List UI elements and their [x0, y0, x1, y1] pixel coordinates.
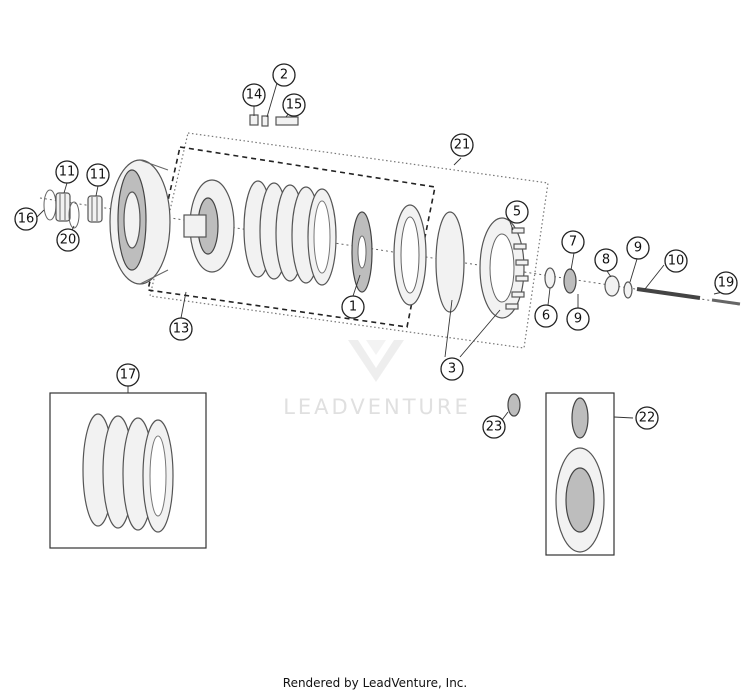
axis-line: [39, 197, 741, 306]
svg-text:16: 16: [18, 212, 35, 227]
callout-5: 5: [505, 200, 529, 224]
callout-1: 1: [341, 295, 365, 319]
clutch-spring-bolts: [505, 227, 529, 310]
callout-8: 8: [594, 248, 618, 272]
pressure-cap-8: [604, 275, 620, 297]
watermark-text: LEADVENTURE: [283, 395, 471, 419]
push-rod: [636, 287, 701, 300]
svg-text:11: 11: [59, 165, 76, 180]
callout-3: 3: [440, 357, 464, 381]
needle-bearing: [55, 192, 71, 222]
callout-11-right: 11: [86, 163, 110, 187]
callout-9-bottom: 9: [566, 307, 590, 331]
svg-text:1: 1: [349, 300, 357, 315]
callout-15: 15: [282, 93, 306, 117]
callout-16: 16: [14, 207, 38, 231]
callout-13: 13: [169, 317, 193, 341]
kit-22-box: [545, 392, 615, 556]
primary-gear-basket: [109, 159, 171, 285]
clutch-plate: [435, 211, 465, 313]
callout-14: 14: [242, 83, 266, 107]
washer-6: [544, 267, 556, 289]
gear-kit: [555, 397, 605, 553]
callout-21: 21: [450, 133, 474, 157]
svg-text:19: 19: [718, 276, 735, 291]
pin: [711, 298, 741, 306]
svg-text:20: 20: [60, 233, 77, 248]
svg-text:9: 9: [574, 312, 582, 327]
callout-9-top: 9: [626, 236, 650, 260]
watermark-logo: [348, 340, 404, 382]
callout-19: 19: [714, 271, 738, 295]
pin-15: [275, 116, 299, 126]
thrust-washer: [68, 201, 80, 229]
svg-text:9: 9: [634, 241, 642, 256]
callout-10: 10: [664, 249, 688, 273]
svg-text:6: 6: [542, 309, 550, 324]
washer-9: [623, 281, 633, 299]
svg-text:2: 2: [280, 68, 288, 83]
svg-text:10: 10: [668, 254, 685, 269]
svg-text:22: 22: [639, 411, 656, 426]
needle-sleeve: [249, 114, 259, 126]
diaphragm-spring: [351, 211, 373, 293]
clutch-plate-kit: [82, 413, 174, 533]
svg-text:23: 23: [486, 420, 503, 435]
circlip: [43, 189, 57, 221]
svg-text:3: 3: [448, 362, 456, 377]
footer-credit: Rendered by LeadVenture, Inc.: [282, 676, 468, 690]
svg-text:8: 8: [602, 253, 610, 268]
callout-11-left: 11: [55, 160, 79, 184]
callout-20: 20: [56, 228, 80, 252]
svg-text:17: 17: [120, 368, 137, 383]
callout-23: 23: [482, 415, 506, 439]
callout-22: 22: [635, 406, 659, 430]
svg-text:7: 7: [569, 235, 577, 250]
callout-17: 17: [116, 363, 140, 387]
svg-text:5: 5: [513, 205, 521, 220]
svg-text:11: 11: [90, 168, 107, 183]
bearing-23: [507, 393, 521, 417]
o-ring: [261, 115, 269, 127]
callout-6: 6: [534, 304, 558, 328]
pressure-plate: [393, 204, 427, 306]
svg-text:21: 21: [454, 138, 471, 153]
callout-2: 2: [272, 63, 296, 87]
svg-text:14: 14: [246, 88, 263, 103]
callout-7: 7: [561, 230, 585, 254]
inner-clutch-hub: [183, 179, 235, 273]
needle-bearing: [87, 195, 103, 223]
clutch-plate-stack: [243, 180, 337, 286]
svg-text:15: 15: [286, 98, 303, 113]
svg-text:13: 13: [173, 322, 190, 337]
bearing-7: [563, 268, 577, 294]
